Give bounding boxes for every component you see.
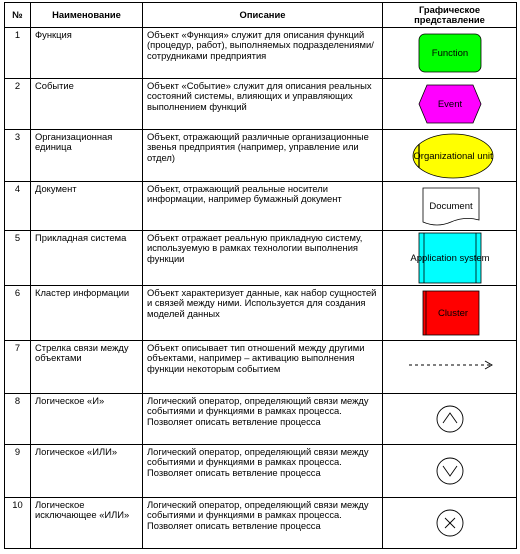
logical-and-icon xyxy=(436,405,464,433)
function-shape-label: Function xyxy=(432,48,468,59)
table-row: 5 Прикладная система Объект отражает реа… xyxy=(4,230,517,286)
row-representation xyxy=(382,340,517,394)
table-row: 9 Логическое «ИЛИ» Логический оператор, … xyxy=(4,444,517,498)
row-num: 1 xyxy=(4,27,31,79)
event-shape-label: Event xyxy=(438,99,463,110)
row-name: Логическое исключающее «ИЛИ» xyxy=(30,497,143,549)
organizational-unit-shape xyxy=(412,133,494,179)
row-description: Логический оператор, определяющий связи … xyxy=(142,393,383,445)
application-system-shape-label: Application system xyxy=(410,253,489,264)
row-num: 9 xyxy=(4,444,31,498)
table-row: 2 Событие Объект «Событие» служит для оп… xyxy=(4,78,517,130)
document-shape-label: Document xyxy=(429,201,473,212)
table-row: 6 Кластер информации Объект характеризуе… xyxy=(4,285,517,341)
row-representation: Document xyxy=(382,181,517,231)
row-representation xyxy=(382,444,517,498)
table-row: 10 Логическое исключающее «ИЛИ» Логическ… xyxy=(4,497,517,549)
row-representation xyxy=(382,393,517,445)
row-num: 7 xyxy=(4,340,31,394)
row-name: Кластер информации xyxy=(30,285,143,341)
cluster-shape-icon: Cluster xyxy=(422,290,480,336)
row-description: Логический оператор, определяющий связи … xyxy=(142,497,383,549)
row-num: 6 xyxy=(4,285,31,341)
document-shape xyxy=(422,187,480,226)
row-name: Стрелка связи между объектами xyxy=(30,340,143,394)
header-num: № xyxy=(4,2,31,28)
row-num: 4 xyxy=(4,181,31,231)
row-representation: Organizational unit xyxy=(382,129,517,182)
row-representation: Function xyxy=(382,27,517,79)
table-row: 4 Документ Объект, отражающий реальные н… xyxy=(4,181,517,231)
row-name: Документ xyxy=(30,181,143,231)
row-description: Объект «Функция» служит для описания фун… xyxy=(142,27,383,79)
header-representation: Графическое представление xyxy=(382,2,517,28)
row-description: Объект, отражающий реальные носители инф… xyxy=(142,181,383,231)
row-name: Логическое «И» xyxy=(30,393,143,445)
header-description: Описание xyxy=(142,2,383,28)
dashed-arrow-icon xyxy=(409,360,493,370)
function-shape-icon: Function xyxy=(418,33,482,73)
application-system-shape xyxy=(418,232,482,284)
notation-table: № Наименование Описание Графическое пред… xyxy=(4,2,517,549)
organizational-unit-shape-icon: Organizational unit xyxy=(412,133,494,179)
cluster-shape-label: Cluster xyxy=(438,308,468,319)
row-num: 3 xyxy=(4,129,31,182)
row-representation: Application system xyxy=(382,230,517,286)
document-shape-icon: Document xyxy=(422,187,480,226)
row-num: 10 xyxy=(4,497,31,549)
row-num: 5 xyxy=(4,230,31,286)
row-description: Логический оператор, определяющий связи … xyxy=(142,444,383,498)
row-name: Функция xyxy=(30,27,143,79)
row-description: Объект «Событие» служит для описания реа… xyxy=(142,78,383,130)
table-row: 1 Функция Объект «Функция» служит для оп… xyxy=(4,27,517,79)
row-description: Объект отражает реальную прикладную сист… xyxy=(142,230,383,286)
table-header-row: № Наименование Описание Графическое пред… xyxy=(4,2,517,28)
row-representation: Cluster xyxy=(382,285,517,341)
table-row: 7 Стрелка связи между объектами Объект о… xyxy=(4,340,517,394)
logical-xor-icon xyxy=(436,509,464,537)
header-name: Наименование xyxy=(30,2,143,28)
organizational-unit-shape-label: Organizational unit xyxy=(413,151,493,162)
table-row: 8 Логическое «И» Логический оператор, оп… xyxy=(4,393,517,445)
event-shape-icon: Event xyxy=(418,84,482,124)
row-representation xyxy=(382,497,517,549)
row-name: Прикладная система xyxy=(30,230,143,286)
table-row: 3 Организационная единица Объект, отража… xyxy=(4,129,517,182)
event-shape xyxy=(418,84,482,124)
row-name: Организационная единица xyxy=(30,129,143,182)
row-representation: Event xyxy=(382,78,517,130)
row-name: Логическое «ИЛИ» xyxy=(30,444,143,498)
function-shape xyxy=(418,33,482,73)
row-description: Объект описывает тип отношений между дру… xyxy=(142,340,383,394)
application-system-shape-icon: Application system xyxy=(410,232,490,284)
row-num: 2 xyxy=(4,78,31,130)
row-name: Событие xyxy=(30,78,143,130)
logical-or-icon xyxy=(436,457,464,485)
cluster-shape xyxy=(422,290,480,336)
row-description: Объект характеризует данные, как набор с… xyxy=(142,285,383,341)
row-description: Объект, отражающий различные организацио… xyxy=(142,129,383,182)
row-num: 8 xyxy=(4,393,31,445)
